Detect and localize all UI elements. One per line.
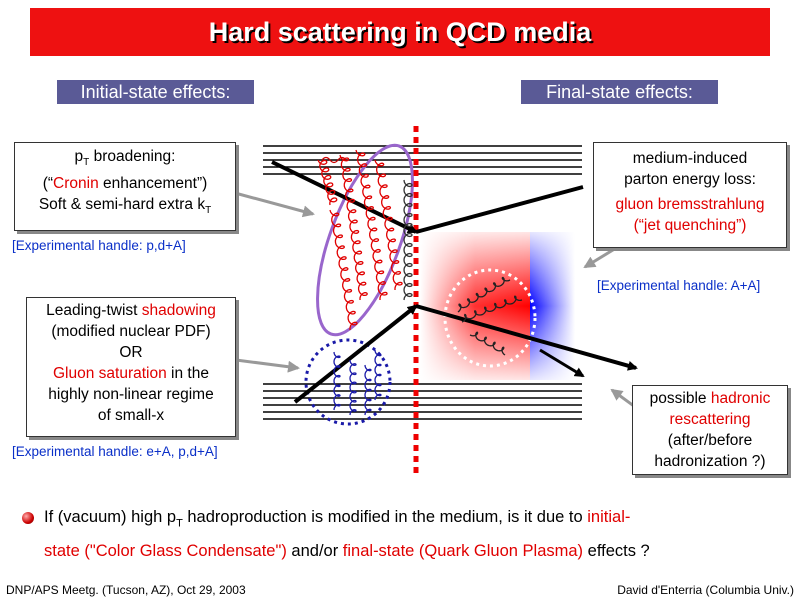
bullet-red1: initial- [587,508,631,526]
energy-loss-box: medium-induced parton energy loss: gluon… [593,142,787,248]
footer-left: DNP/APS Meetg. (Tucson, AZ), Oct 29, 200… [6,583,246,597]
energy-loss-text: parton energy loss: [624,171,756,188]
gluon-coil [469,331,506,356]
title-bar [30,8,770,56]
handle-pd: [Experimental handle: p,d+A] [12,238,186,253]
cronin-open: (“ [42,175,54,193]
gluon-coil [374,159,403,290]
medium-induced-text: medium-induced [632,150,748,167]
bremsstrahlung-red: gluon bremsstrahlung [615,196,765,213]
gluon-coil [317,159,338,206]
cronin-close: enhancement”) [98,175,208,193]
footer-right: David d'Enterria (Columbia Univ.) [617,583,794,597]
hadronic-rescattering-box: possible hadronic rescattering (after/be… [632,385,788,475]
slide-title: Hard scattering in QCD media [208,17,592,47]
jet-quenching-red: (“jet quenching”) [633,217,747,234]
gluon-coil [374,349,382,401]
upper-nucleus-lines [263,145,582,175]
bullet-part-b: hadroproduction is modified in the mediu… [182,508,588,526]
in-the-text: in the [166,365,209,382]
hadronic-red: hadronic [710,390,771,407]
bullet-sub: T [176,517,183,530]
gluon-coil [403,179,413,301]
gluon-coil [355,149,388,300]
bullet-part-d: effects ? [583,542,650,561]
energy-loss-circle [443,268,537,368]
gluon-coil [461,295,523,323]
gluon-coil [339,154,368,300]
bullet-red3: final-state (Quark Gluon Plasma) [342,542,584,561]
pt-text: p [74,148,84,165]
bullet-text: If (vacuum) high pT hadroproduction is m… [44,503,784,565]
or-text: OR [119,344,143,361]
gluon-coil [333,351,341,411]
gluon-coil [457,276,511,313]
extra-kt-text: Soft & semi-hard extra k [38,196,206,214]
non-linear-text: highly non-linear regime [48,386,214,403]
after-before-text: (after/before [667,432,753,449]
leading-twist-text: Leading-twist [46,302,142,319]
shadowing-box: Leading-twist shadowing (modified nuclea… [26,297,236,437]
possible-text: possible [649,390,711,407]
initial-state-ellipse [316,143,414,337]
pt-broadening-text: broadening: [89,148,176,165]
saturation-circle [304,338,392,426]
initial-state-gluons [321,156,347,164]
gluon-coil [349,359,357,416]
parton-lines [271,160,638,404]
gluon-coil [329,209,358,330]
kt-sub: T [205,205,212,217]
nuclear-pdf-text: (modified nuclear PDF) [51,323,211,340]
rescattering-red: rescattering [669,411,751,428]
initial-state-label: Initial-state effects: [57,80,254,104]
handle-ea: [Experimental handle: e+A, p,d+A] [12,444,218,459]
small-x-text: of small-x [97,407,165,424]
pt-broadening-box: pT broadening: (“Cronin enhancement”) So… [14,142,236,231]
handle-aa: [Experimental handle: A+A] [597,278,761,293]
cronin-red: Cronin [53,175,99,193]
pt-sub: T [83,157,90,169]
hadronization-text: hadronization ?) [654,453,766,470]
gluon-saturation-red: Gluon saturation [53,365,167,382]
bullet-part-a: If (vacuum) high p [44,508,177,526]
final-state-label: Final-state effects: [521,80,718,104]
shadowing-red: shadowing [141,302,216,319]
bullet-part-c: and/or [286,542,343,561]
bullet-icon [22,512,34,524]
gluon-coil [364,364,372,416]
bullet-red2: state ("Color Glass Condensate") [44,542,287,561]
